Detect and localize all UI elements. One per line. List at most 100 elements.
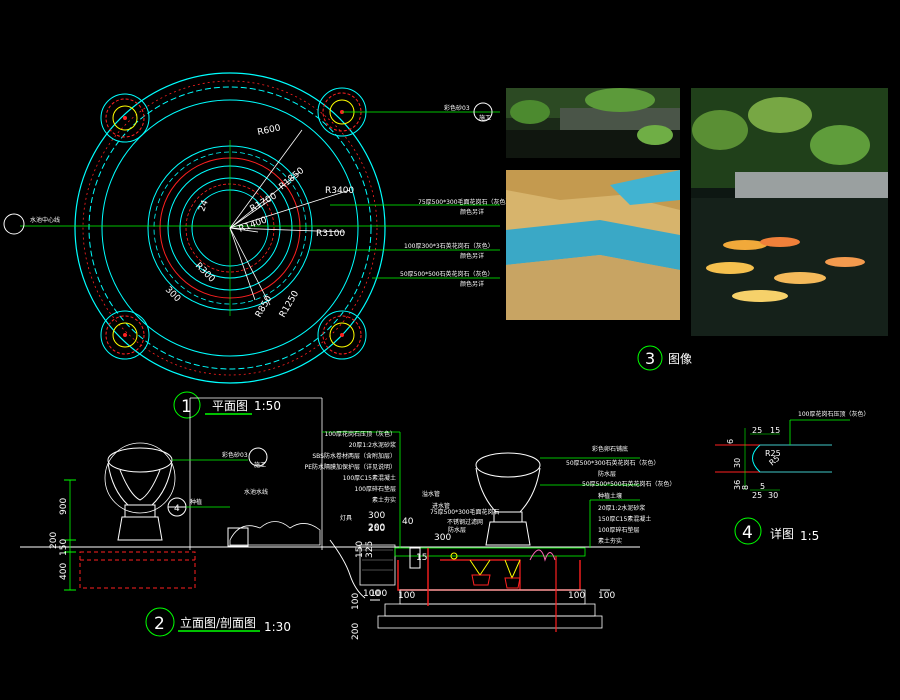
- label-d24: 24: [197, 199, 210, 213]
- section-mid-notes: 溢水管 进水管 75厚500*300毛面花岗石 不锈钢过滤网 防水层: [422, 490, 500, 534]
- mid-dim-300: 300: [368, 511, 385, 521]
- dim-400: 400: [59, 563, 69, 580]
- section-planter-label: 种植: [190, 498, 202, 506]
- mid-dim-150: 150: [355, 541, 365, 558]
- mid-dim-100: 100: [370, 589, 387, 599]
- section-left-dims: 900 150 400 200: [49, 498, 69, 580]
- right-note-4: 种植土壤: [598, 492, 622, 500]
- radius-line-1850: [229, 171, 301, 229]
- section-basin: [329, 539, 610, 632]
- plan-pot-se: [317, 310, 367, 360]
- plan-axis-marker: [3, 213, 25, 235]
- mid-dim-325: 325: [365, 541, 375, 558]
- plan-detail-marker: [473, 102, 493, 122]
- plan-note-4-l2: 颜色另详: [460, 280, 484, 288]
- layer-note-6: 素土夯实: [372, 496, 396, 504]
- plan-note-1-detail: 施工: [479, 114, 491, 122]
- label-r3100: R3100: [316, 229, 345, 239]
- detail-view: [715, 419, 850, 491]
- mid-dim-40: 40: [402, 517, 414, 527]
- section-lamp: 灯具: [340, 514, 352, 522]
- radius-line-3100: [229, 227, 346, 233]
- label-r3400: R3400: [325, 186, 354, 196]
- detail-labels: 100厚花岗石压顶（灰色） 25 15 6 30 36 8 25 30 5 R2…: [726, 410, 869, 500]
- section-water-line: 水池水线: [244, 488, 268, 496]
- plan-outer-ring-outer: [74, 72, 386, 384]
- detail-dim-15: 15: [770, 426, 780, 435]
- label-r600: R600: [257, 123, 282, 138]
- plan-title-group: 1 平面图 1:50: [173, 391, 281, 419]
- bottom-dim-100d: 100: [568, 591, 585, 601]
- radius-line-1400: [229, 227, 259, 233]
- plan-outer-ring-inner: [88, 86, 372, 370]
- plan-outer-ring-edge: [101, 99, 359, 357]
- bottom-dim-100c: 100: [351, 593, 361, 610]
- section-layer-notes: 100厚花岗石压顶（灰色） 20厚1:2水泥砂浆 SBS防水卷材两层（含附加层）…: [305, 430, 396, 504]
- plan-pot-nw: [100, 93, 150, 143]
- detail-dim-25a: 25: [752, 426, 762, 435]
- detail-dim-25b: 25: [752, 491, 762, 500]
- radius-line-850: [229, 227, 256, 301]
- plan-pot-sw: [100, 310, 150, 360]
- right-note-3: 50厚500*500石英花岗石（灰色）: [582, 480, 676, 488]
- detail-dim-5: 5: [760, 482, 765, 491]
- mid-dim-200: 200: [368, 523, 385, 533]
- right-note-2: 防水层: [598, 470, 616, 478]
- detail-title-scale: 1:5: [800, 529, 819, 543]
- section-marker-4: 4: [174, 504, 180, 514]
- section-bottom-dims: 100 100 100 200 100 100: [351, 589, 615, 640]
- plan-note-3-l2: 颜色另详: [460, 252, 484, 260]
- detail-note: 100厚花岗石压顶（灰色）: [798, 410, 869, 418]
- plan-title-scale: 1:50: [254, 399, 281, 413]
- detail-dim-30b: 30: [768, 491, 778, 500]
- detail-dim-6: 6: [726, 439, 735, 444]
- mid-note-2: 75厚500*300毛面花岗石: [430, 508, 500, 516]
- section-pot-note: 彩色砂03: [222, 451, 248, 459]
- layer-note-0: 100厚花岗石压顶（灰色）: [325, 430, 396, 438]
- right-note-0: 彩色卵石铺底: [592, 445, 628, 453]
- section-mid-dims: 300 200 260 40 325 150 100 300 15: [355, 511, 451, 599]
- layer-note-1: 20厚1:2水泥砂浆: [349, 441, 396, 449]
- bottom-dim-200: 200: [351, 623, 361, 640]
- section-left-footing: [79, 551, 196, 589]
- mid-note-4: 防水层: [448, 526, 466, 534]
- photos-title: 图像: [668, 352, 692, 366]
- bottom-dim-100b: 100: [398, 591, 415, 601]
- section-title-number: 2: [154, 614, 165, 634]
- section-pot-detail: 施工: [254, 461, 266, 469]
- section-title-scale: 1:30: [264, 620, 291, 634]
- section-shrubs: [229, 521, 321, 546]
- detail-title-label: 详图: [770, 526, 794, 541]
- section-title-label: 立面图/剖面图: [180, 615, 256, 630]
- plan-axis-label: 水池中心线: [30, 216, 60, 224]
- detail-dim-8: 8: [741, 485, 750, 490]
- mid-dim-300b: 300: [434, 533, 451, 543]
- layer-note-3: PE防水隔膜加保护层（详见说明）: [305, 463, 396, 471]
- dim-200: 200: [49, 532, 59, 549]
- plan-view: [3, 72, 500, 384]
- radius-line-600: [229, 129, 303, 229]
- layer-note-4: 100厚C15素混凝土: [343, 474, 396, 482]
- photo-panel-3: [691, 88, 888, 336]
- photo-panel-2: [506, 170, 680, 320]
- photo-panel-1: [506, 88, 680, 158]
- plan-note-3-l1: 100厚300*3石英花岗石（灰色）: [404, 242, 494, 250]
- right-note-1: 50厚500*300石英花岗石（灰色）: [566, 459, 660, 467]
- plan-inner-ring-2: [153, 151, 307, 305]
- mid-note-3: 不锈钢过滤网: [447, 518, 483, 526]
- right-note-5: 20厚1:2水泥砂浆: [598, 504, 645, 512]
- plan-note-2-l1: 75厚500*300毛面花岗石（灰色）: [418, 198, 512, 206]
- detail-title-group: 4 详图 1:5: [734, 517, 819, 545]
- right-note-7: 100厚碎石垫层: [598, 526, 639, 534]
- mid-dim-15: 15: [416, 553, 427, 563]
- mid-note-1: 进水管: [432, 502, 450, 510]
- detail-dim-r25: R25: [765, 449, 781, 458]
- section-title-group: 2 立面图/剖面图 1:30: [145, 607, 291, 637]
- section-right-pot: [475, 452, 541, 546]
- plan-title-label: 平面图: [212, 399, 248, 413]
- layer-note-5: 100厚碎石垫层: [355, 485, 396, 493]
- plan-outer-ring-red: [82, 80, 378, 376]
- section-right-notes: 彩色卵石铺底 50厚500*300石英花岗石（灰色） 防水层 50厚500*50…: [566, 445, 676, 545]
- photos-title-group: 3 图像: [637, 345, 692, 371]
